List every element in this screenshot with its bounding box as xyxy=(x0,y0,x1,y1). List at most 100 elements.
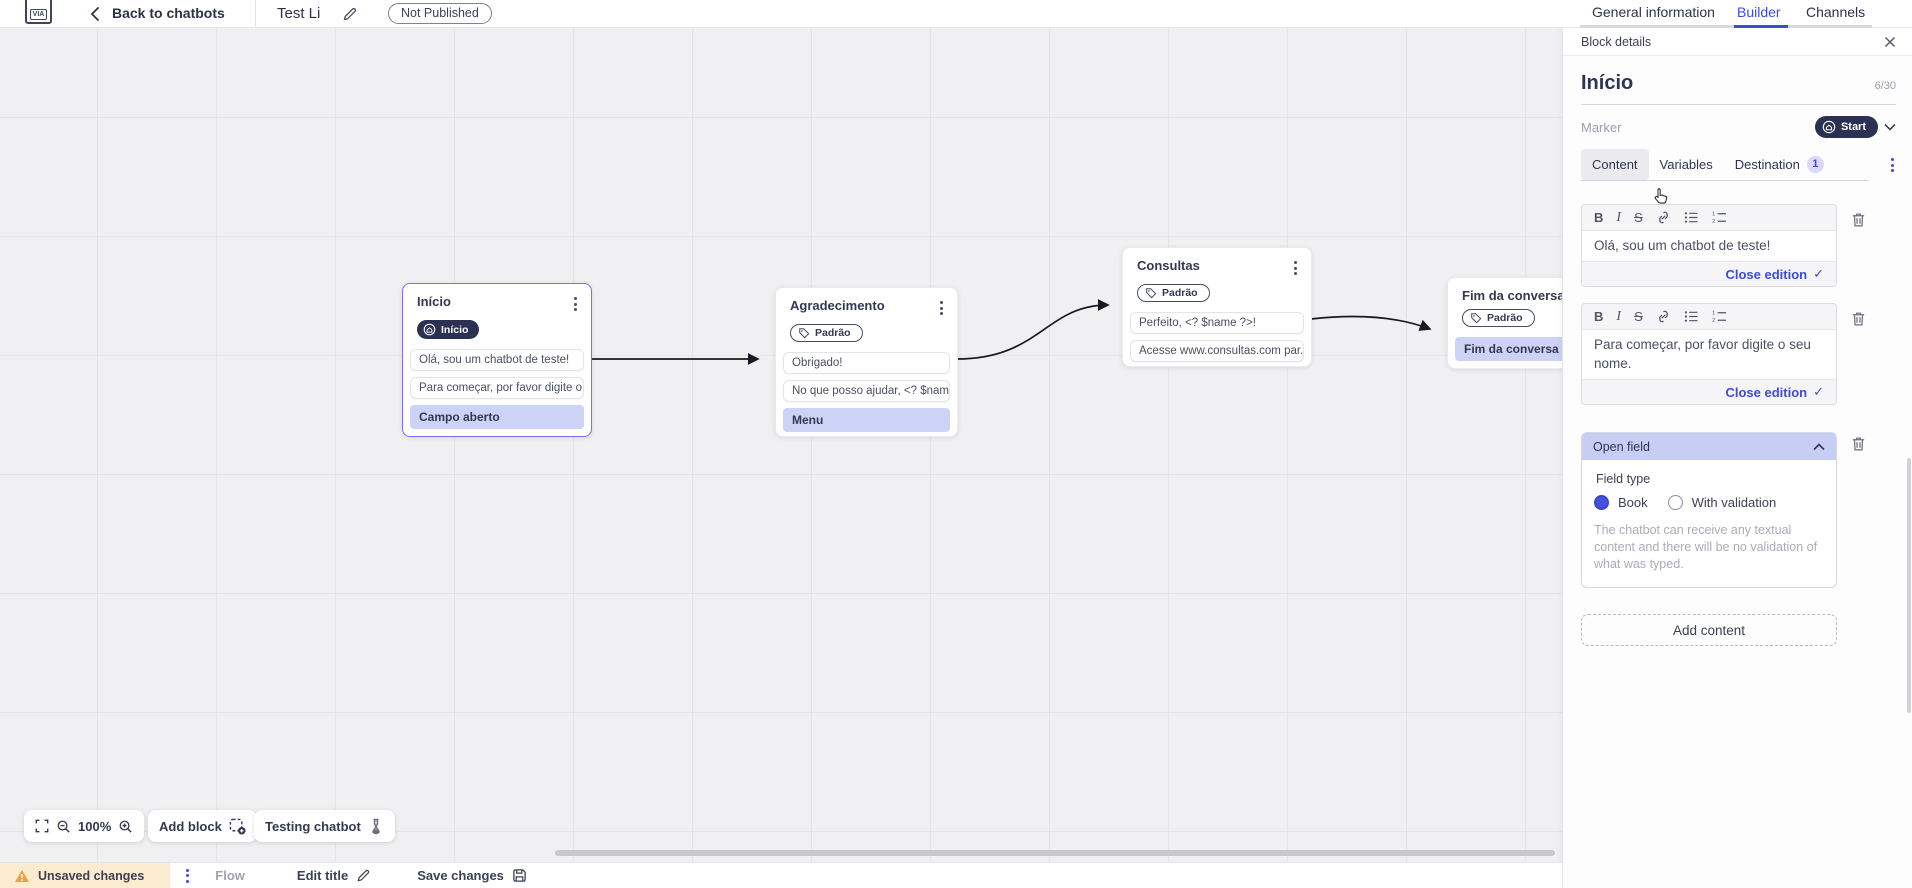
flow-block-consultas[interactable]: Consultas Padrão Perfeito, <? $name ?>! … xyxy=(1122,247,1312,367)
block-menu-icon[interactable] xyxy=(936,298,947,318)
close-panel-icon[interactable] xyxy=(1884,36,1896,48)
block-content-row: Perfeito, <? $name ?>! xyxy=(1130,312,1304,334)
pencil-icon xyxy=(357,869,370,882)
bullet-list-icon[interactable] xyxy=(1684,211,1699,224)
editor-text[interactable]: Olá, sou um chatbot de teste! xyxy=(1594,238,1771,253)
top-bar: VIA Back to chatbots Test Li Not Publish… xyxy=(0,0,1912,28)
panel-title: Block details xyxy=(1581,34,1652,49)
radio-option-with-validation[interactable]: With validation xyxy=(1667,495,1776,510)
save-icon xyxy=(513,869,526,882)
zoom-toolbar: 100% xyxy=(24,810,145,842)
add-content-button[interactable]: Add content xyxy=(1581,614,1837,646)
panel-tab-destination[interactable]: Destination 1 xyxy=(1724,149,1835,180)
start-marker-pill: Início xyxy=(417,320,480,339)
tab-general-information[interactable]: General information xyxy=(1592,4,1715,20)
block-menu-icon[interactable] xyxy=(570,294,581,314)
block-title: Fim da conversa xyxy=(1462,288,1562,303)
block-content-row: Acesse www.consultas.com par... xyxy=(1130,340,1304,362)
block-title: Início xyxy=(417,294,451,309)
bottom-status-bar: Unsaved changes Flow Edit title Save cha… xyxy=(0,862,1562,888)
canvas-horizontal-scrollbar[interactable] xyxy=(555,850,1555,856)
fullscreen-icon[interactable] xyxy=(35,819,49,833)
editor-text[interactable]: Para começar, por favor digite o seu nom… xyxy=(1594,337,1811,371)
add-block-label: Add block xyxy=(159,818,222,834)
block-title: Agradecimento xyxy=(790,298,885,313)
testing-chatbot-button[interactable]: Testing chatbot xyxy=(254,810,395,842)
block-details-panel: Block details Início 6/30 Marker Start C… xyxy=(1562,28,1912,888)
svg-text:2: 2 xyxy=(1712,318,1715,323)
edit-title-button[interactable]: Edit title xyxy=(297,868,371,883)
bullet-list-icon[interactable] xyxy=(1684,310,1699,323)
chevron-down-icon[interactable] xyxy=(1884,123,1896,131)
strikethrough-icon[interactable]: S xyxy=(1634,210,1643,225)
back-to-chatbots-link[interactable]: Back to chatbots xyxy=(112,5,225,21)
app-logo-text: VIA xyxy=(30,9,47,20)
strikethrough-icon[interactable]: S xyxy=(1634,309,1643,324)
flow-mode-label[interactable]: Flow xyxy=(215,868,245,883)
open-field-section: Open field Field type Book With validati… xyxy=(1581,432,1837,588)
italic-icon[interactable]: I xyxy=(1616,209,1622,225)
flow-block-agradecimento[interactable]: Agradecimento Padrão Obrigado! No que po… xyxy=(775,287,958,437)
block-title: Consultas xyxy=(1137,258,1200,273)
radio-unselected[interactable] xyxy=(1667,495,1683,510)
flow-canvas[interactable]: Início Início Olá, sou um chatbot de tes… xyxy=(0,28,1562,862)
marker-label: Marker xyxy=(1581,119,1622,135)
status-badge: Not Published xyxy=(388,3,492,24)
numbered-list-icon[interactable]: 12 xyxy=(1712,211,1727,224)
field-type-description: The chatbot can receive any textual cont… xyxy=(1594,523,1818,571)
flow-block-fim-da-conversa[interactable]: Fim da conversa Padrão Fim da conversa xyxy=(1447,277,1562,369)
delete-content-icon[interactable] xyxy=(1851,311,1866,327)
check-icon: ✓ xyxy=(1813,384,1824,399)
char-counter: 6/30 xyxy=(1874,80,1896,92)
marker-start-pill[interactable]: Start xyxy=(1814,116,1878,138)
edit-title-pencil-icon[interactable] xyxy=(342,6,358,22)
numbered-list-icon[interactable]: 12 xyxy=(1712,310,1727,323)
close-edition-button[interactable]: Close edition ✓ xyxy=(1582,379,1836,404)
close-edition-button[interactable]: Close edition ✓ xyxy=(1582,261,1836,286)
tab-builder[interactable]: Builder xyxy=(1737,4,1781,20)
panel-scrollbar[interactable] xyxy=(1907,458,1911,713)
italic-icon[interactable]: I xyxy=(1616,308,1622,324)
bold-icon[interactable]: B xyxy=(1594,210,1604,225)
back-chevron-icon[interactable] xyxy=(90,7,99,21)
chevron-up-icon[interactable] xyxy=(1813,442,1825,451)
tab-channels[interactable]: Channels xyxy=(1806,4,1866,20)
panel-tab-content[interactable]: Content xyxy=(1581,148,1649,180)
tag-icon xyxy=(1146,288,1157,299)
block-end-row: Fim da conversa xyxy=(1455,337,1562,361)
zoom-in-icon[interactable] xyxy=(118,819,133,834)
unsaved-changes-status: Unsaved changes xyxy=(0,863,171,888)
tag-icon xyxy=(1471,313,1482,324)
app-logo: VIA xyxy=(25,0,52,24)
svg-text:1: 1 xyxy=(1712,212,1715,218)
radio-option-book[interactable]: Book xyxy=(1594,495,1648,510)
link-icon[interactable] xyxy=(1656,309,1671,324)
flow-block-inicio[interactable]: Início Início Olá, sou um chatbot de tes… xyxy=(402,283,592,437)
block-menu-icon[interactable] xyxy=(1290,258,1301,278)
active-tab-indicator xyxy=(1734,25,1788,28)
delete-content-icon[interactable] xyxy=(1851,212,1866,228)
save-changes-button[interactable]: Save changes xyxy=(417,868,527,883)
default-marker-pill: Padrão xyxy=(790,324,863,342)
bold-icon[interactable]: B xyxy=(1594,309,1604,324)
radio-selected[interactable] xyxy=(1594,495,1609,510)
add-block-button[interactable]: Add block xyxy=(148,810,257,842)
chatbot-title: Test Li xyxy=(277,5,321,22)
link-icon[interactable] xyxy=(1656,210,1671,225)
add-block-icon xyxy=(229,818,246,835)
block-name-input[interactable]: Início xyxy=(1581,72,1634,94)
statusbar-menu-icon[interactable] xyxy=(182,866,193,886)
block-menu-row: Menu xyxy=(783,408,950,432)
open-field-header[interactable]: Open field xyxy=(1582,433,1836,460)
default-marker-pill: Padrão xyxy=(1137,284,1210,302)
zoom-out-icon[interactable] xyxy=(56,819,71,834)
zoom-level: 100% xyxy=(78,818,112,834)
panel-tab-variables[interactable]: Variables xyxy=(1659,156,1713,172)
warning-icon xyxy=(15,869,29,882)
panel-tabs-underline xyxy=(1581,180,1869,181)
panel-tab-menu-icon[interactable] xyxy=(1887,155,1898,175)
unsaved-changes-label: Unsaved changes xyxy=(38,868,145,883)
delete-content-icon[interactable] xyxy=(1851,436,1866,452)
